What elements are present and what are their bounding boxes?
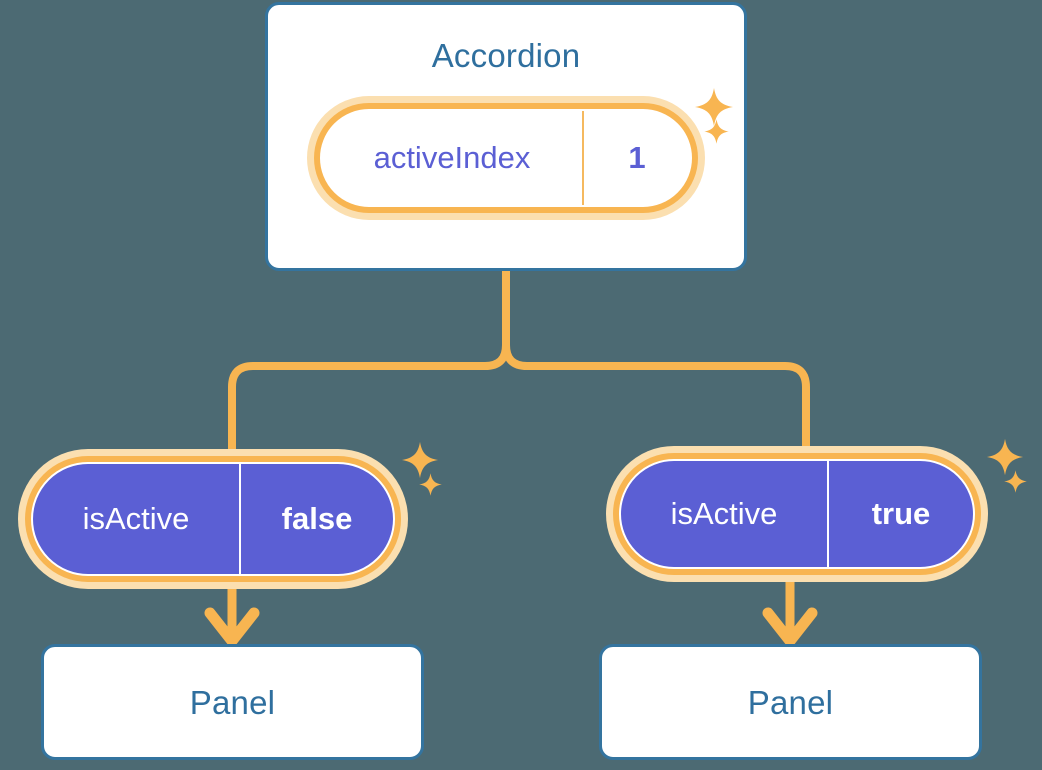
state-pill-is-active-false[interactable]: isActive false bbox=[18, 449, 408, 589]
state-key-label: isActive bbox=[621, 461, 829, 567]
connector-right-branch bbox=[502, 267, 810, 454]
panel-card-left[interactable]: Panel bbox=[41, 644, 424, 760]
state-pill-body: isActive true bbox=[619, 459, 975, 569]
state-key-label: isActive bbox=[33, 464, 241, 574]
state-pill-ring: isActive false bbox=[25, 456, 401, 582]
accordion-title: Accordion bbox=[431, 37, 581, 74]
panel-card-right[interactable]: Panel bbox=[599, 644, 982, 760]
arrow-left-head bbox=[204, 607, 260, 647]
sparkle-icon-large bbox=[985, 437, 1025, 477]
state-pill-ring: isActive true bbox=[613, 453, 981, 575]
connector-left-branch bbox=[228, 267, 510, 456]
state-pill-active-index[interactable]: activeIndex 1 bbox=[307, 96, 705, 220]
state-key-label: activeIndex bbox=[322, 111, 584, 205]
sparkle-icon-small bbox=[1003, 469, 1028, 494]
state-value-label: true bbox=[871, 496, 931, 531]
state-pill-ring: activeIndex 1 bbox=[314, 103, 698, 213]
state-pill-is-active-true[interactable]: isActive true bbox=[606, 446, 988, 582]
sparkle-icon-large bbox=[400, 440, 440, 480]
state-value-label: false bbox=[281, 501, 353, 536]
state-value-label: 1 bbox=[628, 140, 646, 175]
sparkle-icon-large bbox=[693, 86, 735, 128]
panel-title: Panel bbox=[747, 683, 834, 721]
state-pill-body: activeIndex 1 bbox=[320, 109, 692, 207]
arrow-right-head bbox=[762, 607, 818, 647]
state-pill-body: isActive false bbox=[31, 462, 395, 576]
sparkle-icon-small bbox=[703, 118, 730, 145]
sparkle-icon-small bbox=[418, 472, 443, 497]
panel-title: Panel bbox=[189, 683, 276, 721]
